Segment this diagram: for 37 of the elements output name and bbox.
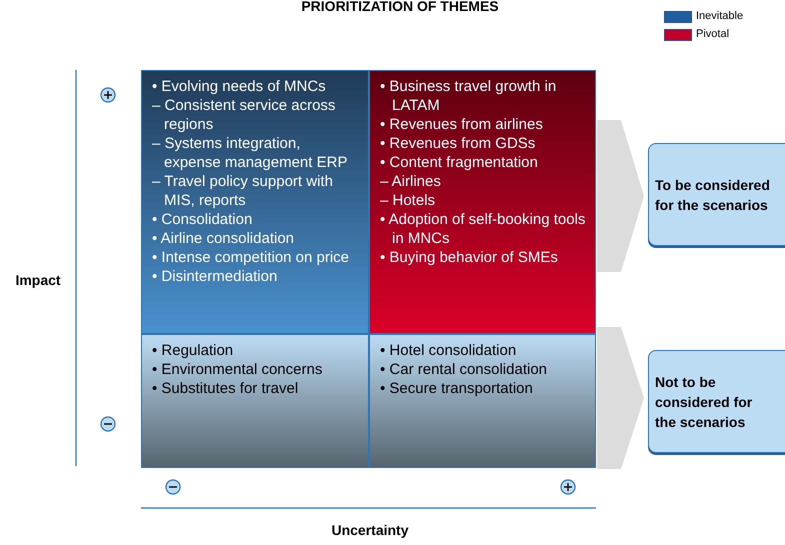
list-item: • Car rental consolidation: [380, 360, 548, 379]
list-item: • Substitutes for travel: [152, 379, 300, 398]
list-item: – Hotels: [380, 191, 436, 210]
matrix-quadrant: [141, 334, 369, 468]
list-item: • Business travel growth in LATAM: [380, 77, 558, 115]
legend-text: Inevitable: [696, 10, 744, 22]
list-item: – Airlines: [380, 172, 442, 191]
list-item: • Disintermediation: [152, 267, 278, 286]
outcome-text: To be considered for the scenarios: [655, 176, 771, 214]
legend-text: Pivotal: [696, 28, 730, 40]
list-item: • Airline consolidation: [152, 229, 296, 248]
axis-label: Uncertainty: [330, 522, 410, 538]
axis-label: Impact: [14, 272, 62, 288]
chevron-arrow: [597, 327, 644, 469]
matrix-quadrant: [141, 70, 369, 334]
list-item: • Evolving needs of MNCs: [152, 77, 327, 96]
list-item: • Regulation: [152, 341, 234, 360]
outcome-box: [648, 143, 785, 246]
list-item: – Travel policy support with MIS, reports: [152, 172, 334, 210]
outcome-text: Not to be considered for the scenarios: [655, 372, 754, 432]
list-item: • Content fragmentation: [380, 153, 539, 172]
list-item: • Revenues from GDSs: [380, 134, 536, 153]
title: PRIORITIZATION OF THEMES: [300, 0, 500, 14]
chevron-arrow: [597, 120, 644, 272]
matrix-quadrant: [369, 70, 596, 334]
matrix-quadrant: [369, 334, 596, 468]
outcome-box: [648, 350, 785, 453]
list-item: • Secure transportation: [380, 379, 534, 398]
list-item: • Buying behavior of SMEs: [380, 248, 559, 267]
list-item: – Systems integration, expense management ERP: [152, 134, 348, 172]
list-item: • Intense competition on price: [152, 248, 350, 267]
list-item: • Environmental concerns: [152, 360, 324, 379]
list-item: • Adoption of self-booking tools in MNCs: [380, 210, 586, 248]
list-item: • Consolidation: [152, 210, 254, 229]
list-item: – Consistent service across regions: [152, 96, 336, 134]
list-item: • Hotel consolidation: [380, 341, 518, 360]
list-item: • Revenues from airlines: [380, 115, 544, 134]
